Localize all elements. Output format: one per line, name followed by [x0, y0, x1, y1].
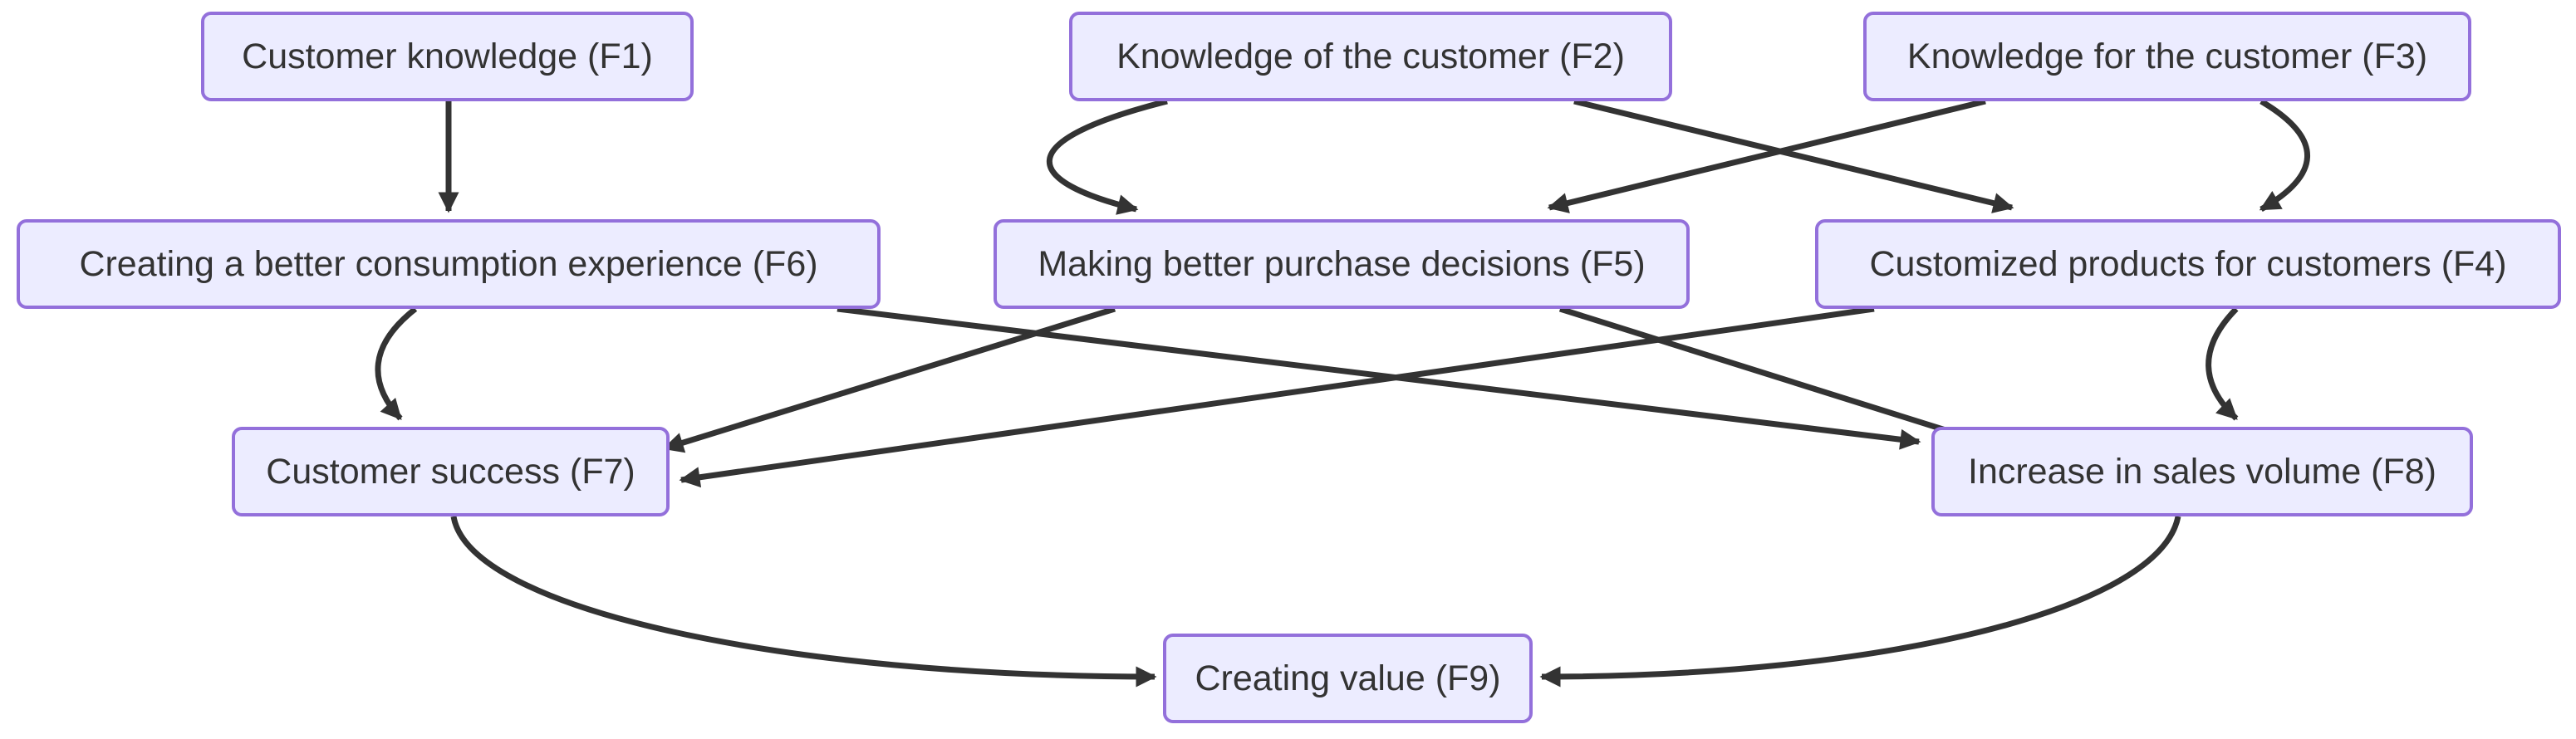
node-label: Customized products for customers (F4): [1869, 243, 2507, 284]
node-f3-knowledge-for-the-customer: Knowledge for the customer (F3): [1863, 12, 2471, 101]
edge-f6-f8: [837, 306, 1921, 450]
edge-f5-f7: [662, 306, 1116, 453]
node-label: Knowledge of the customer (F2): [1116, 36, 1625, 76]
node-label: Increase in sales volume (F8): [1968, 451, 2436, 492]
edge-f7-f9: [450, 516, 1157, 688]
edge-f2-f4: [1573, 98, 2014, 213]
edge-f4-f8: [2206, 306, 2239, 421]
node-f1-customer-knowledge: Customer knowledge (F1): [201, 12, 694, 101]
node-f7-customer-success: Customer success (F7): [232, 427, 670, 516]
edge-f6-f7: [375, 306, 418, 421]
node-f5-better-purchase-decisions: Making better purchase decisions (F5): [994, 219, 1690, 309]
node-label: Creating value (F9): [1195, 658, 1501, 698]
edge-f4-f7: [679, 306, 1875, 488]
node-label: Customer success (F7): [266, 451, 635, 492]
node-f2-knowledge-of-the-customer: Knowledge of the customer (F2): [1069, 12, 1672, 101]
node-label: Making better purchase decisions (F5): [1038, 243, 1646, 284]
edge-f8-f9: [1539, 516, 2181, 688]
edge-f3-f4: [2259, 98, 2310, 213]
node-f4-customized-products: Customized products for customers (F4): [1815, 219, 2561, 309]
node-label: Creating a better consumption experience…: [79, 243, 818, 284]
node-f8-increase-in-sales-volume: Increase in sales volume (F8): [1931, 427, 2473, 516]
edge-f3-f5: [1547, 98, 1986, 213]
node-label: Customer knowledge (F1): [242, 36, 653, 76]
edge-f2-f5: [1047, 98, 1168, 215]
node-f6-better-consumption-experience: Creating a better consumption experience…: [17, 219, 881, 309]
node-label: Knowledge for the customer (F3): [1906, 36, 2428, 76]
edge-f5-f8: [1558, 306, 2006, 453]
node-f9-creating-value: Creating value (F9): [1163, 634, 1533, 723]
